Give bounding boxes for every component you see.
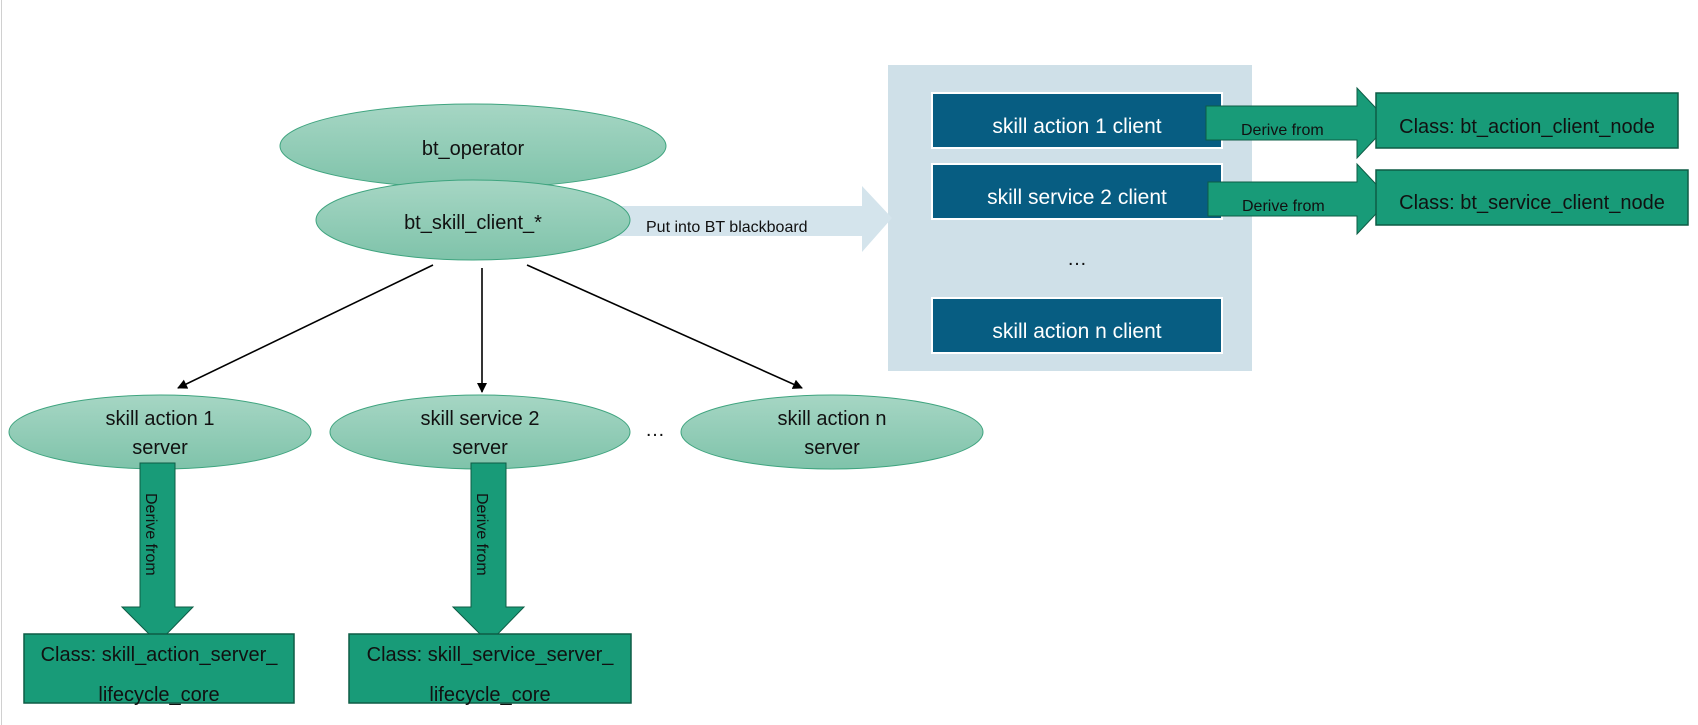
derive-label-server-1: Derive from [142,493,159,576]
base-class-1-line2: lifecycle_core [98,684,219,706]
client-n-label: skill action n client [992,320,1161,343]
client-class-box-2 [1375,169,1689,226]
edge-to-server-n [526,264,803,389]
base-class-2-line1: Class: skill_service_server_ [367,644,615,666]
client-1-label: skill action 1 client [992,115,1161,138]
derive-arrow-server-1 [120,462,195,644]
base-class-box-2 [348,633,632,704]
client-box-n [931,297,1223,354]
blackboard-arrow-label: Put into BT blackboard [646,219,808,236]
client-class-1-label: Class: bt_action_client_node [1399,116,1655,138]
derive-label-client-2: Derive from [1242,198,1325,215]
client-class-2-label: Class: bt_service_client_node [1399,192,1665,214]
server-ellipsis: … [645,419,665,441]
server-2-label-line1: skill service 2 [421,408,540,430]
derive-label-client-1: Derive from [1241,122,1324,139]
derive-label-server-2: Derive from [473,493,490,576]
derive-arrow-client-2 [1207,162,1391,236]
bt-skill-client-node [315,179,631,261]
base-class-1-line1: Class: skill_action_server_ [41,644,279,666]
edge-to-server-1 [177,264,434,389]
server-n-label-line1: skill action n [778,408,887,430]
server-n-label-line2: server [804,437,860,459]
server-2-label-line2: server [452,437,508,459]
client-box-2 [931,163,1223,220]
client-ellipsis: … [1067,248,1087,270]
bt-skill-client-label: bt_skill_client_* [404,212,542,234]
client-box-1 [931,92,1223,149]
base-class-box-1 [23,633,295,704]
bt-operator-label: bt_operator [422,138,525,160]
derive-arrow-client-1 [1205,86,1391,160]
derive-arrow-server-2 [451,462,526,644]
server-1-label-line2: server [132,437,188,459]
base-class-2-line2: lifecycle_core [429,684,550,706]
client-class-box-1 [1375,92,1679,149]
server-node-n [680,394,984,470]
client-2-label: skill service 2 client [987,186,1167,209]
server-1-label-line1: skill action 1 [106,408,215,430]
blackboard-arrow [598,186,892,252]
